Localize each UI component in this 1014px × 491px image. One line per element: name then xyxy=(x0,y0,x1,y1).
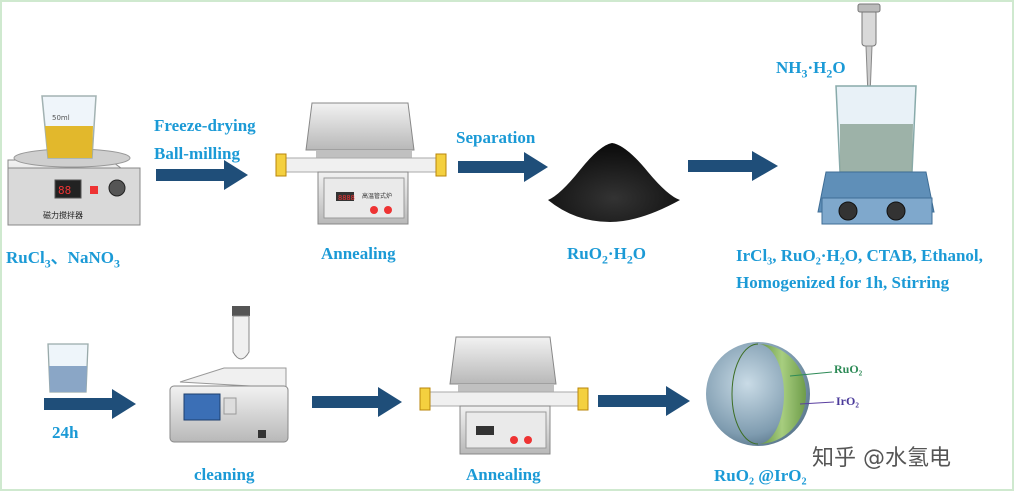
annealing-label-2: Annealing xyxy=(466,465,541,484)
watermark: 知乎 @水氢电 xyxy=(812,446,951,471)
nh3-h2o-label: NH3·H2O xyxy=(776,58,846,81)
sphere-ruo2-label: RuO₂ xyxy=(834,362,863,376)
time-label: 24h xyxy=(52,423,79,442)
beaker-yellow-icon: 50ml xyxy=(41,95,97,159)
arrow-5 xyxy=(312,387,402,417)
svg-text:磁力搅拌器: 磁力搅拌器 xyxy=(43,210,83,220)
mixture-label-line2: Homogenized for 1h, Stirring xyxy=(736,273,950,292)
svg-text:8888: 8888 xyxy=(338,194,355,202)
product-label: RuO₂ @IrO₂ xyxy=(714,466,807,485)
sphere-iro2-label: IrO₂ xyxy=(836,394,859,408)
beaker-small-icon xyxy=(47,343,89,393)
tube-furnace-icon: 8888 高温管式炉 xyxy=(275,102,447,225)
magnetic-stirrer-icon: 88 磁力搅拌器 xyxy=(7,148,141,226)
centrifuge-tube-icon xyxy=(232,306,250,360)
tube-furnace-icon-2 xyxy=(419,336,589,455)
stirrer-beaker-blue-icon xyxy=(817,85,935,225)
ball-milling-label: Ball-milling xyxy=(154,144,240,163)
pipette-icon xyxy=(857,3,881,97)
mixture-label-line1: IrCl₃, RuO₂·H₂O, CTAB, Ethanol, xyxy=(736,246,983,265)
arrow-2 xyxy=(458,152,548,182)
reactants-label: RuCl3、NaNO3 xyxy=(6,248,120,271)
centrifuge-icon xyxy=(169,367,289,443)
arrow-4 xyxy=(44,389,136,419)
svg-text:高温管式炉: 高温管式炉 xyxy=(362,192,392,200)
svg-text:88: 88 xyxy=(58,184,71,197)
separation-label: Separation xyxy=(456,128,536,147)
svg-text:50ml: 50ml xyxy=(52,114,70,122)
ruo2-h2o-label: RuO2·H2O xyxy=(567,244,647,267)
black-powder-icon xyxy=(548,143,680,222)
cleaning-label: cleaning xyxy=(194,465,255,484)
core-shell-sphere-icon xyxy=(706,342,835,446)
arrow-3 xyxy=(688,151,778,181)
freeze-drying-label: Freeze-drying xyxy=(154,116,256,135)
arrow-6 xyxy=(598,386,690,416)
annealing-label-1: Annealing xyxy=(321,244,396,263)
arrow-1 xyxy=(156,160,248,190)
